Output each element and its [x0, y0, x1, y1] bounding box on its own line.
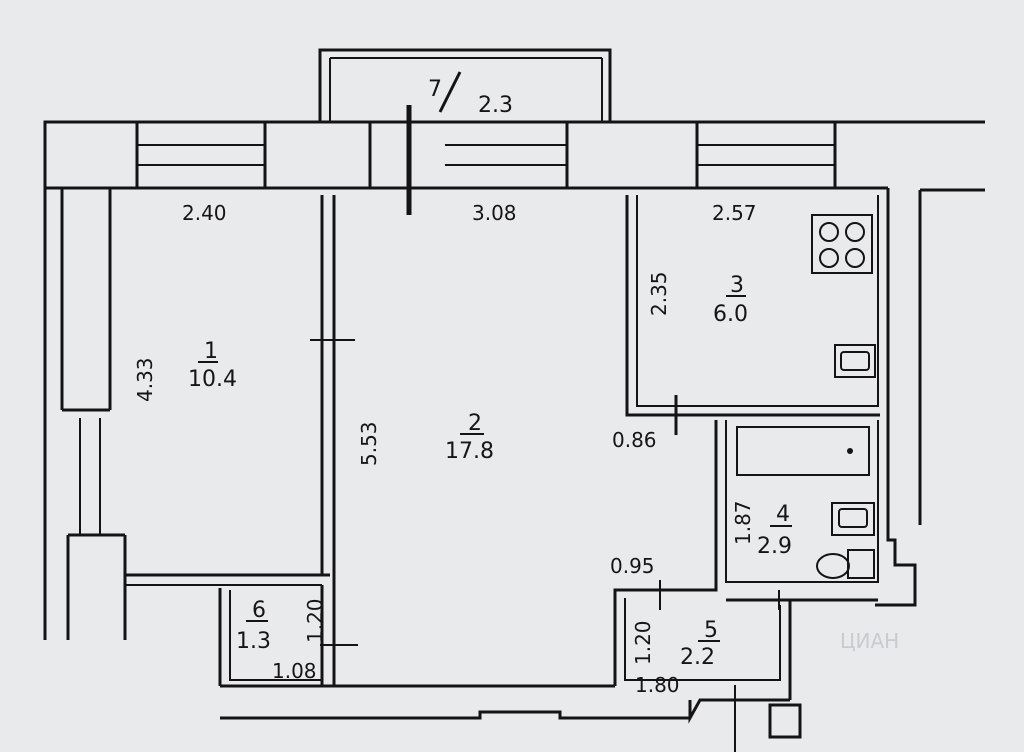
dim-room3-depth: 2.35 [647, 271, 671, 316]
room-number: 6 [252, 598, 266, 623]
room-5-walls [624, 590, 792, 752]
dim-hall-opening: 0.95 [610, 554, 655, 578]
room-area: 2.9 [757, 534, 792, 559]
washbasin-icon [831, 502, 875, 536]
wall-pier-3 [565, 120, 699, 190]
room-number: 2 [468, 411, 482, 436]
room-1-walls [108, 188, 355, 686]
room-area: 1.3 [236, 629, 271, 654]
stove-icon [811, 214, 873, 274]
room-6-label: 6 1.3 [236, 598, 271, 654]
dim-room5-depth: 1.20 [631, 620, 655, 665]
room-area: 17.8 [445, 439, 494, 464]
balcony [318, 48, 612, 122]
kitchen-sink-icon [834, 344, 876, 378]
room-4-walls [613, 420, 879, 686]
bathtub-icon [736, 426, 870, 476]
room-3-walls [406, 105, 880, 435]
room-6-walls [218, 585, 358, 686]
room-area: 6.0 [713, 302, 748, 327]
room-number: 3 [730, 273, 744, 298]
dim-room4-depth: 1.87 [731, 500, 755, 545]
room-2-label: 2 17.8 [445, 411, 494, 464]
room-1-label: 1 10.4 [188, 339, 237, 392]
watermark: ЦИАН [840, 629, 899, 653]
dim-room6-width: 1.08 [272, 659, 317, 683]
dim-kitchen-opening: 0.86 [612, 428, 657, 452]
wall-pier-left [43, 120, 139, 190]
room-number: 7 [428, 77, 442, 102]
dim-room1-depth: 4.33 [133, 357, 157, 402]
exterior-walls [43, 120, 985, 739]
dimension-labels: 2.40 3.08 2.57 4.33 5.53 2.35 0.86 1.87 … [133, 201, 757, 697]
room-number: 5 [704, 618, 718, 643]
room-7-label: 7 2.3 [428, 77, 513, 118]
dim-room1-width: 2.40 [182, 201, 227, 225]
room-4-label: 4 2.9 [757, 502, 792, 559]
room-area: 10.4 [188, 367, 237, 392]
room-3-label: 3 6.0 [713, 273, 748, 327]
dim-room2-width: 3.08 [472, 201, 517, 225]
room-5-label: 5 2.2 [680, 618, 720, 670]
room-number: 4 [776, 502, 790, 527]
dim-room3-width: 2.57 [712, 201, 757, 225]
room-number: 1 [204, 339, 218, 364]
wall-pier-2 [263, 120, 372, 190]
dim-room2-depth: 5.53 [357, 421, 381, 466]
dim-room6-depth: 1.20 [303, 598, 327, 643]
toilet-icon [816, 549, 875, 579]
dim-room5-width: 1.80 [635, 673, 680, 697]
room-area: 2.2 [680, 645, 715, 670]
room-area: 2.3 [478, 93, 513, 118]
